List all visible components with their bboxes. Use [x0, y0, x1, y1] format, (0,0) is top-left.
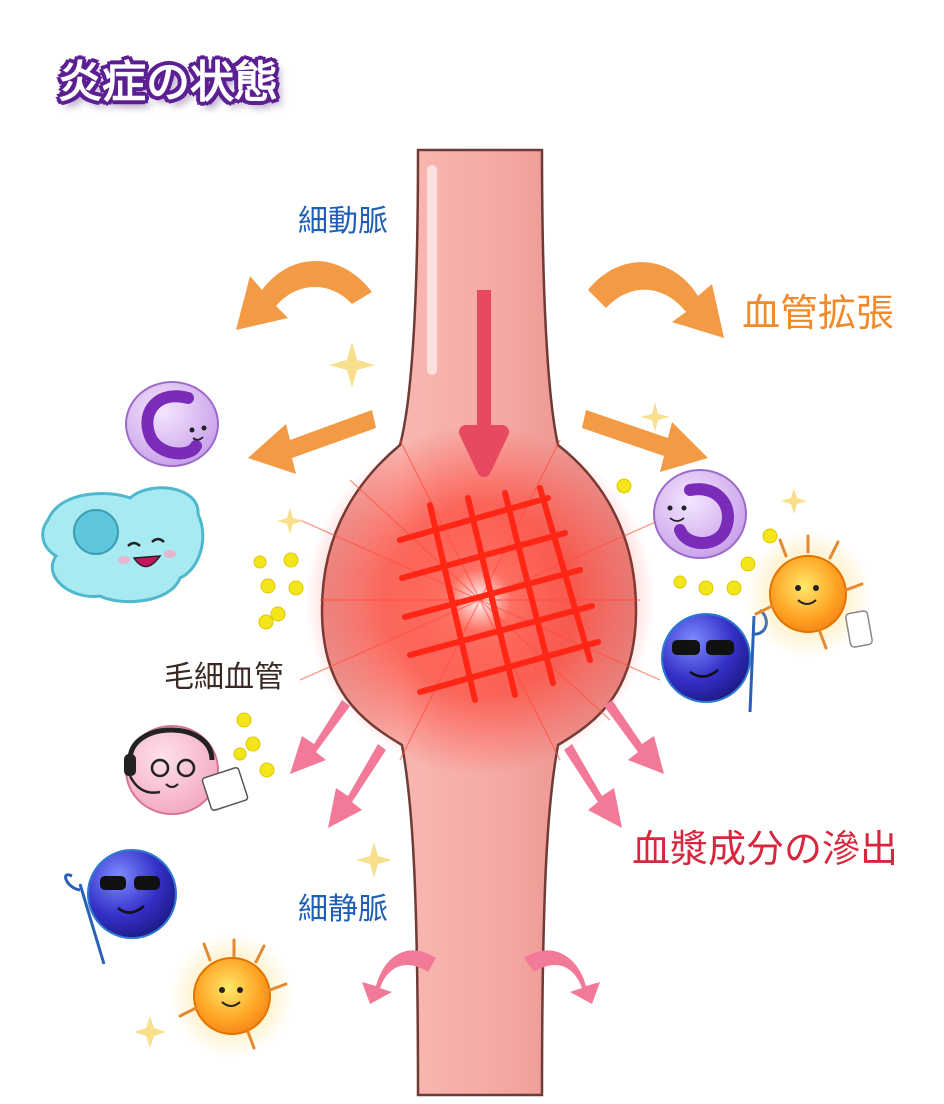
monocyte-icon [653, 469, 747, 559]
blood-flow-arrow [459, 290, 509, 477]
label-vasodilation: 血管拡張 [742, 291, 895, 335]
lymphocyte-icon [64, 849, 177, 965]
label-plasma-leakage: 血漿成分の滲出 [632, 827, 899, 871]
mast-cell-icon [170, 934, 294, 1058]
page-title: 炎症の状態 [58, 57, 278, 108]
vasodilation-arrows [236, 261, 724, 474]
lymphocyte-icon [661, 608, 768, 713]
granules [233, 478, 778, 778]
monocyte-icon [125, 381, 219, 467]
fibrin-mesh [397, 485, 601, 703]
inflammation-site [299, 290, 661, 775]
leakage-arrows [290, 700, 664, 1004]
glow-rays [299, 439, 661, 761]
macrophage-icon [41, 486, 205, 604]
label-capillary: 毛細血管 [164, 660, 284, 695]
label-venule: 細静脈 [298, 892, 388, 927]
sparkle-icons [134, 342, 807, 1048]
mast-cell-icon [744, 530, 873, 658]
label-arteriole: 細動脈 [298, 204, 388, 239]
dendritic-cell-icon [124, 725, 249, 815]
